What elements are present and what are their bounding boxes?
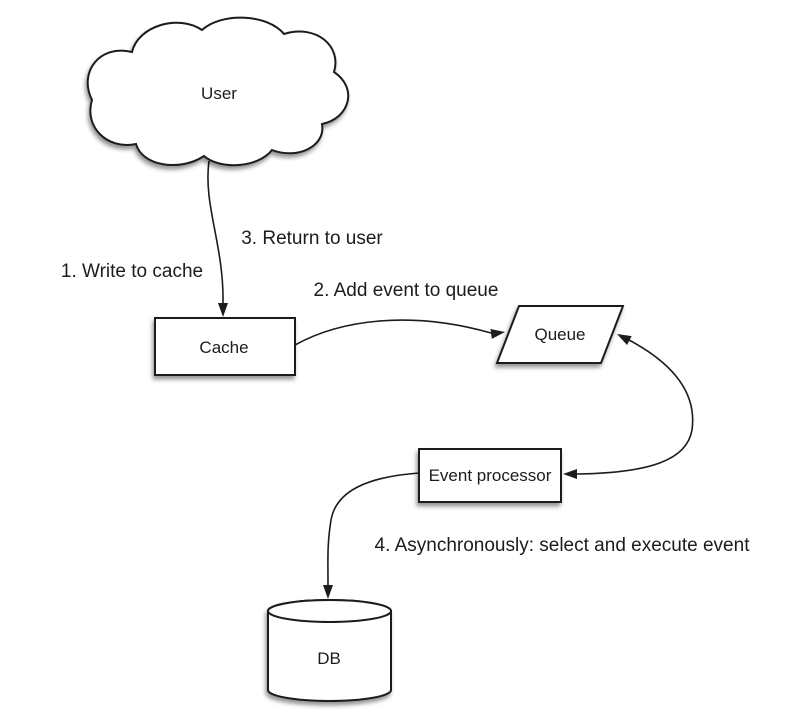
- node-db: DB: [267, 599, 392, 702]
- user-label: User: [201, 84, 237, 103]
- node-cache: Cache: [154, 317, 296, 376]
- arrowhead-into-event-processor: [563, 469, 577, 479]
- arrowhead-into-cache: [218, 303, 228, 317]
- edge-user-to-cache: [207, 160, 224, 304]
- arrowhead-into-queue-right: [617, 334, 632, 345]
- arrowhead-into-db: [323, 585, 333, 599]
- edge-cache-to-queue: [294, 319, 492, 346]
- queue-label: Queue: [534, 325, 585, 344]
- arrowhead-into-queue-left: [490, 328, 505, 339]
- annotation-step3: 3. Return to user: [241, 228, 383, 249]
- node-event-processor: Event processor: [418, 448, 562, 503]
- cloud-shape: [86, 16, 350, 167]
- queue-shape: [495, 305, 625, 364]
- db-label: DB: [317, 649, 341, 668]
- annotation-step4: 4. Asynchronously: select and execute ev…: [375, 535, 751, 556]
- edge-queue-to-event-processor: [576, 339, 694, 475]
- event-processor-shape: [418, 448, 562, 503]
- node-user: User: [86, 16, 350, 167]
- event-processor-label: Event processor: [429, 466, 552, 485]
- cache-shape: [154, 317, 296, 376]
- annotation-step1: 1. Write to cache: [61, 261, 203, 282]
- db-cylinder-top: [267, 599, 392, 623]
- node-queue: Queue: [495, 305, 625, 364]
- annotation-step2: 2. Add event to queue: [314, 280, 499, 301]
- edge-event-processor-to-db: [327, 472, 420, 586]
- cache-label: Cache: [199, 338, 248, 357]
